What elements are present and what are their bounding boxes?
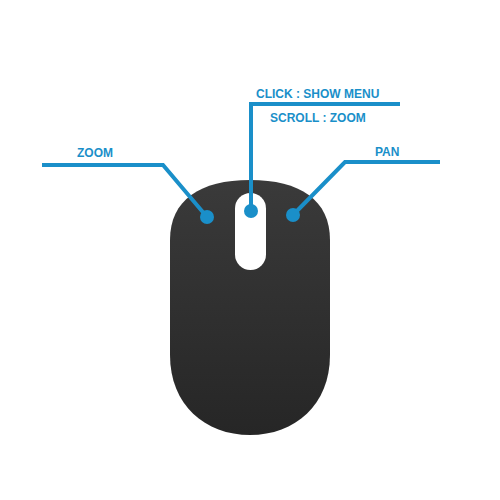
button-dots bbox=[200, 204, 300, 224]
callout-label: SCROLL : ZOOM bbox=[270, 111, 366, 125]
scroll-wheel bbox=[235, 193, 266, 270]
callout-label: ZOOM bbox=[77, 146, 113, 160]
leader-lines bbox=[42, 104, 440, 217]
callout-label: CLICK : SHOW MENU bbox=[256, 87, 379, 101]
mouse-body bbox=[170, 180, 330, 435]
callout-label: PAN bbox=[375, 145, 399, 159]
